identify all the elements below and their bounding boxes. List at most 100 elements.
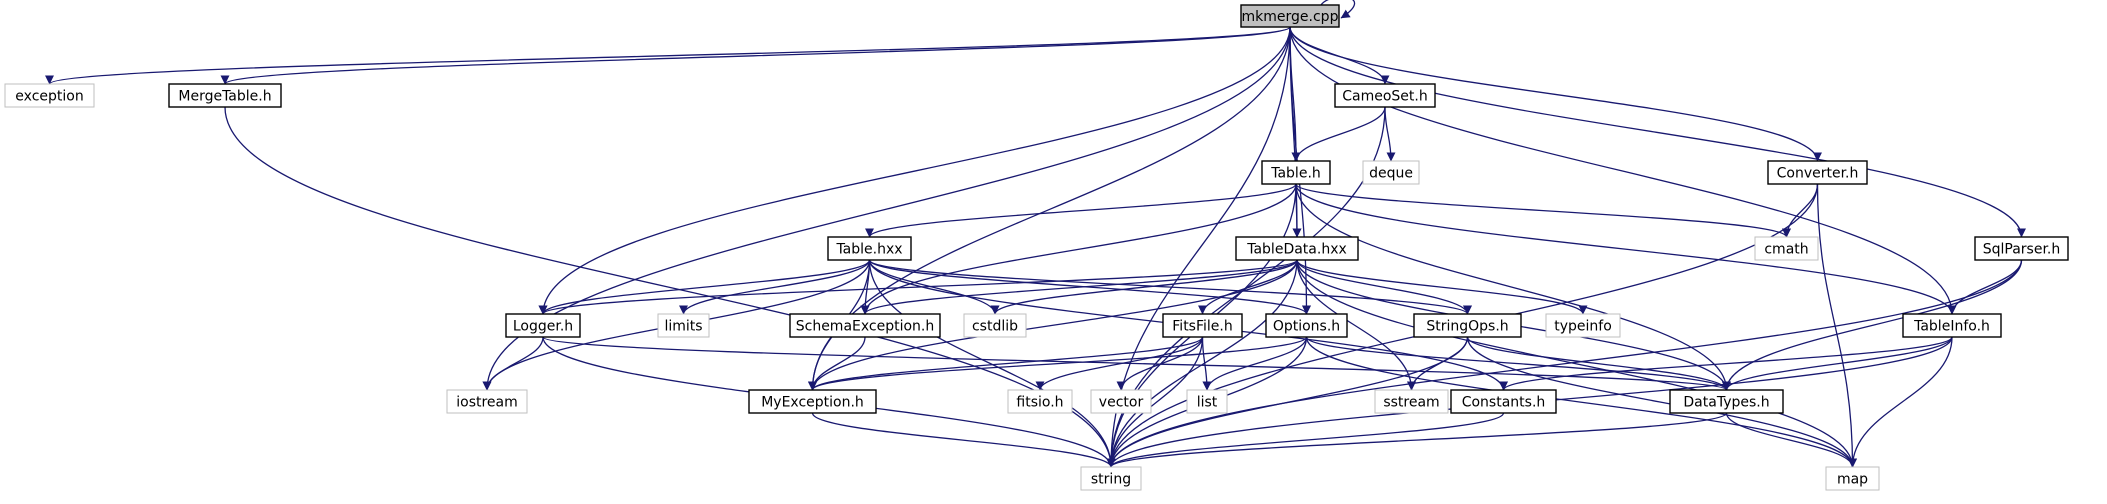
node-box-iostream [446,389,528,414]
node-box-string [1080,466,1142,491]
node-box-fitsfile[interactable] [1162,313,1243,338]
node-cameoset[interactable]: CameoSet.h [1334,83,1436,108]
node-sqlparser[interactable]: SqlParser.h [1974,236,2069,261]
node-label-cstdlib: cstdlib [972,319,1018,335]
edge-logger-to-iostream [482,336,544,391]
edge-options-to-list [1202,336,1308,391]
node-box-options[interactable] [1265,313,1348,338]
node-mergetable[interactable]: MergeTable.h [168,83,282,108]
edge-options-to-datatypes [1305,336,1731,391]
edge-schemaexc-to-myexc [808,336,866,391]
node-label-sqlparser: SqlParser.h [1983,242,2061,258]
node-converter[interactable]: Converter.h [1767,160,1868,185]
node-logger[interactable]: Logger.h [505,313,581,338]
edge-myexc-to-string [811,412,1116,468]
node-label-options: Options.h [1273,319,1340,335]
edge-mkmerge-to-logger [538,26,1291,315]
node-constants[interactable]: Constants.h [1450,389,1557,414]
node-list: list [1186,389,1228,414]
node-label-map: map [1837,472,1868,488]
node-label-cmath: cmath [1764,242,1808,258]
node-label-mkmerge: mkmerge.cpp [1242,9,1339,25]
node-sstream: sstream [1374,389,1449,414]
node-myexc[interactable]: MyException.h [748,389,877,414]
edge-mkmerge-to-exception [45,26,1291,85]
node-box-datatypes[interactable] [1669,389,1784,414]
edge-sqlparser-to-tableinfo [1947,259,2023,315]
node-label-stringops: StringOps.h [1426,319,1508,335]
edge-sqlparser-to-string [1106,259,2023,468]
node-box-sqlparser[interactable] [1974,236,2069,261]
node-box-myexc[interactable] [748,389,877,414]
edge-options-to-map [1305,336,1857,468]
edge-tabledata-to-string [1106,259,1298,468]
node-box-fitsio [1007,389,1073,414]
node-box-map [1825,466,1880,491]
node-box-typeinfo [1545,313,1621,338]
node-label-logger: Logger.h [513,319,573,335]
edge-converter-to-map [1816,183,1857,468]
edge-fitsfile-to-fitsio [1035,336,1204,391]
node-label-table_hxx: Table.hxx [835,242,902,258]
node-box-table_h[interactable] [1261,160,1331,185]
node-box-table_hxx[interactable] [827,236,912,261]
node-box-list [1186,389,1228,414]
node-label-sstream: sstream [1383,395,1439,411]
node-box-limits [657,313,710,338]
edge-mkmerge-to-mkmerge [1320,0,1356,19]
node-box-deque [1362,160,1420,185]
node-box-cameoset[interactable] [1334,83,1436,108]
node-label-fitsio: fitsio.h [1016,395,1063,411]
node-box-cstdlib [963,313,1027,338]
edge-tableinfo-to-constants [1499,336,1953,391]
node-box-mkmerge[interactable] [1240,4,1340,28]
node-datatypes[interactable]: DataTypes.h [1669,389,1784,414]
edge-stringops-to-map [1466,336,1857,468]
node-box-schemaexc[interactable] [789,313,941,338]
edge-mkmerge-to-converter [1289,26,1822,162]
node-tableinfo[interactable]: TableInfo.h [1902,313,2002,338]
edge-constants-to-string [1106,412,1505,468]
edges-layer [45,0,2026,468]
node-label-tabledata: TableData.hxx [1246,242,1347,258]
node-options[interactable]: Options.h [1265,313,1348,338]
edge-fitsfile-to-vector [1116,336,1204,391]
edge-tabledata-to-myexc [808,259,1298,391]
edge-logger-to-datatypes [542,336,1731,391]
node-box-stringops[interactable] [1413,313,1522,338]
node-box-tabledata[interactable] [1235,236,1359,261]
node-label-exception: exception [15,89,83,105]
node-cmath: cmath [1754,236,1819,261]
node-label-string: string [1091,472,1131,488]
node-tabledata[interactable]: TableData.hxx [1235,236,1359,261]
edge-datatypes-to-string [1106,412,1728,468]
node-box-converter[interactable] [1767,160,1868,185]
node-table_h[interactable]: Table.h [1261,160,1331,185]
node-table_hxx[interactable]: Table.hxx [827,236,912,261]
node-box-vector [1090,389,1152,414]
node-mkmerge[interactable]: mkmerge.cpp [1240,4,1340,28]
edge-tabledata-to-logger [538,259,1298,315]
edge-tableinfo-to-datatypes [1722,336,1953,391]
node-vector: vector [1090,389,1152,414]
node-label-table_h: Table.h [1270,166,1321,182]
node-label-typeinfo: typeinfo [1554,319,1612,335]
node-schemaexc[interactable]: SchemaException.h [789,313,941,338]
node-fitsfile[interactable]: FitsFile.h [1162,313,1243,338]
node-deque: deque [1362,160,1420,185]
edge-table_h-to-datatypes [1295,183,1731,391]
node-stringops[interactable]: StringOps.h [1413,313,1522,338]
node-box-tableinfo[interactable] [1902,313,2002,338]
edge-tabledata-to-map [1296,259,1857,468]
edge-table_h-to-table_hxx [865,183,1297,238]
node-limits: limits [657,313,710,338]
nodes-layer: mkmerge.cpp exception MergeTable.h CameoSet… [4,4,2069,491]
node-map: map [1825,466,1880,491]
edge-mkmerge-to-mergetable [220,26,1291,85]
node-box-constants[interactable] [1450,389,1557,414]
edge-fitsfile-to-string [1106,336,1204,468]
node-box-logger[interactable] [505,313,581,338]
node-box-mergetable[interactable] [168,83,282,108]
node-label-constants: Constants.h [1462,395,1546,411]
